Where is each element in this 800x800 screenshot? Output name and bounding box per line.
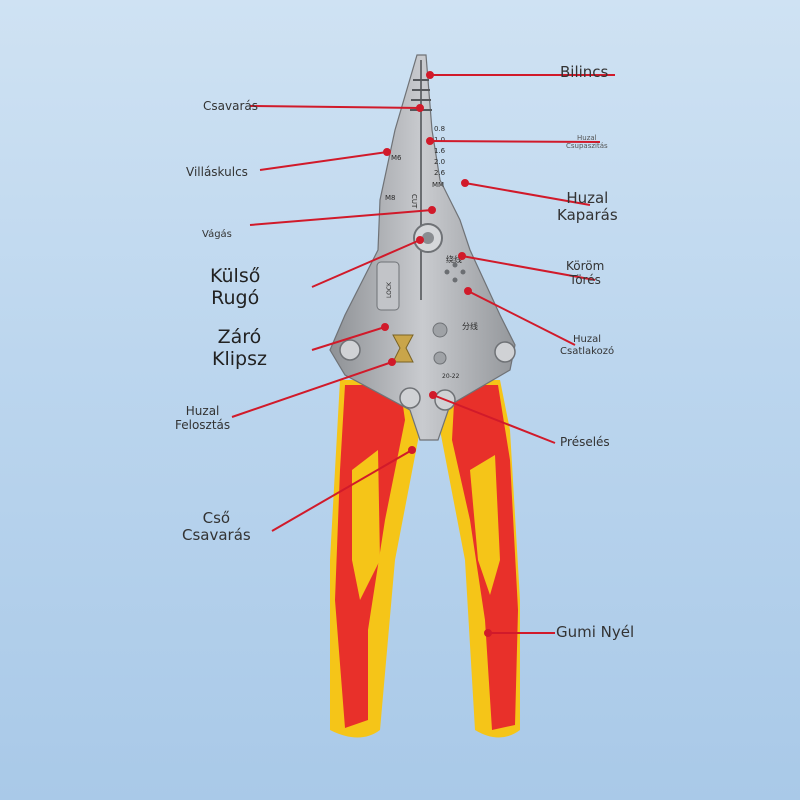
label-huzal-csatlakozo-line2: Csatlakozó	[560, 345, 615, 357]
mark-cut: CUT	[410, 194, 418, 209]
gauge-0: 0.8	[434, 125, 445, 133]
label-huzal-csupaszitas-line2: Csupaszítás	[566, 142, 608, 151]
gauge-3: 2.0	[434, 158, 445, 166]
mark-m8: M8	[385, 194, 396, 202]
label-huzal-felosztas-line1: Huzal	[185, 404, 220, 418]
label-gumi-nyel: Gumi Nyél	[556, 623, 635, 641]
label-korom-tores-line2: Törés	[569, 272, 601, 287]
label-kulso-rugo: Külső Rugó	[210, 265, 261, 310]
mark-lock: LOCK	[386, 281, 393, 298]
label-huzal-felosztas: Huzal Felosztás	[175, 404, 231, 433]
gauge-4: 2.6	[434, 169, 446, 177]
label-kulso-rugo-line1: Külső	[210, 265, 261, 287]
leader-lines	[231, 71, 615, 637]
right-handle	[440, 380, 520, 738]
label-vagas: Vágás	[202, 229, 232, 240]
label-huzal-csupaszitas-line1: Huzal	[577, 134, 597, 142]
label-zaro-klipsz-line1: Záró	[217, 326, 262, 348]
label-huzal-csatlakozo: Huzal Csatlakozó	[560, 334, 614, 357]
steel-head	[329, 54, 516, 441]
label-csavaras: Csavarás	[203, 99, 258, 113]
label-cso-csavaras-line2: Csavarás	[182, 526, 251, 545]
label-zaro-klipsz-line2: Klipsz	[212, 347, 267, 370]
label-huzal-felosztas-line2: Felosztás	[175, 417, 231, 432]
label-huzal-kaparas: Huzal Kaparás	[557, 189, 618, 225]
mark-m6: M6	[391, 154, 402, 162]
mark-chinese-mid: 分线	[462, 321, 478, 331]
label-preseles: Préselés	[560, 435, 610, 449]
gauge-1: 1.0	[434, 136, 445, 144]
label-zaro-klipsz: Záró Klipsz	[212, 326, 267, 371]
mark-20-22: 20-22	[442, 373, 460, 380]
label-cso-csavaras: Cső Csavarás	[182, 509, 251, 545]
label-cso-csavaras-line1: Cső	[202, 509, 231, 527]
label-villaskulcs: Villáskulcs	[186, 165, 248, 179]
mark-chinese-top: 绕线	[446, 254, 462, 264]
label-huzal-csupaszitas: Huzal Csupaszítás	[566, 134, 608, 150]
left-handle	[330, 380, 420, 738]
gauge-unit: MM	[432, 181, 444, 189]
label-huzal-kaparas-line1: Huzal	[566, 189, 609, 207]
label-korom-tores-line1: Köröm	[566, 259, 605, 273]
label-korom-tores: Köröm Törés	[566, 259, 605, 288]
gauge-2: 1.6	[434, 147, 446, 155]
label-huzal-csatlakozo-line1: Huzal	[573, 334, 602, 345]
label-huzal-kaparas-line2: Kaparás	[557, 206, 618, 225]
label-bilincs: Bilincs	[560, 63, 609, 81]
label-kulso-rugo-line2: Rugó	[211, 286, 260, 309]
